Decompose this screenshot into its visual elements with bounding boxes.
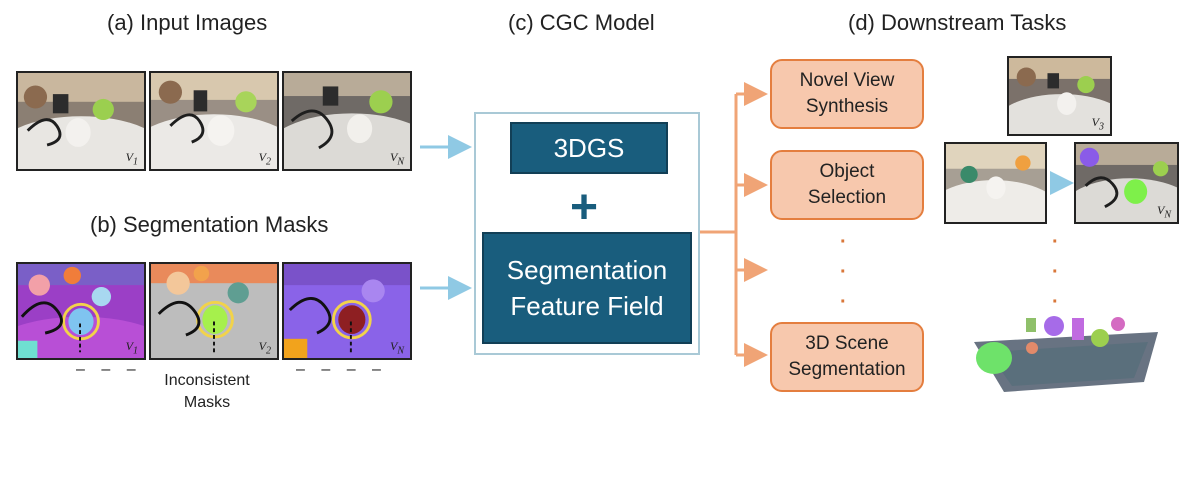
mask-view-label-v1: V1 <box>125 338 138 356</box>
object-selection-result-image: VN <box>1074 142 1179 224</box>
cgc-model-box: 3DGS + Segmentation Feature Field <box>474 112 700 355</box>
heading-cgc-model: (c) CGC Model <box>508 10 655 35</box>
task-3d-scene-segmentation: 3D Scene Segmentation <box>770 322 924 392</box>
view-label-vn: VN <box>389 149 404 167</box>
segmentation-mask-v1: V1 <box>16 262 146 360</box>
3d-scene-segmentation-render <box>968 312 1164 396</box>
object-selection-input-image <box>944 142 1047 224</box>
inconsistent-masks-note: Inconsistent Masks <box>164 372 250 411</box>
novel-view-label: V3 <box>1091 114 1104 132</box>
heading-segmentation-masks: (b) Segmentation Masks <box>90 212 329 237</box>
dash-marks-right: – – – – <box>296 361 387 378</box>
mask-view-label-v2: V2 <box>258 338 271 356</box>
mask-view-label-vn: VN <box>389 338 404 356</box>
view-label-v2: V2 <box>258 149 271 167</box>
3dgs-block: 3DGS <box>510 122 668 174</box>
heading-input-images: (a) Input Images <box>107 10 268 35</box>
novel-view-result-image: V3 <box>1007 56 1112 136</box>
input-image-v2: V2 <box>149 71 279 171</box>
input-image-v1: V1 <box>16 71 146 171</box>
view-label-v1: V1 <box>125 149 138 167</box>
ellipsis-dot-4: · <box>1052 231 1059 253</box>
ellipsis-dot-6: · <box>1052 291 1059 313</box>
ellipsis-dot-2: · <box>840 261 847 283</box>
segmentation-mask-vn: VN <box>282 262 412 360</box>
ellipsis-dot-5: · <box>1052 261 1059 283</box>
object-selection-label: VN <box>1156 202 1171 220</box>
segmentation-feature-field-block: Segmentation Feature Field <box>482 232 692 344</box>
ellipsis-dot-3: · <box>840 291 847 313</box>
plus-sign: + <box>570 181 599 234</box>
task-novel-view-synthesis: Novel View Synthesis <box>770 59 924 129</box>
heading-downstream-tasks: (d) Downstream Tasks <box>848 10 1067 35</box>
ellipsis-dot-1: · <box>840 231 847 253</box>
task-object-selection: Object Selection <box>770 150 924 220</box>
dash-marks-left: – – – <box>76 361 142 378</box>
input-image-vn: VN <box>282 71 412 171</box>
segmentation-mask-v2: V2 <box>149 262 279 360</box>
